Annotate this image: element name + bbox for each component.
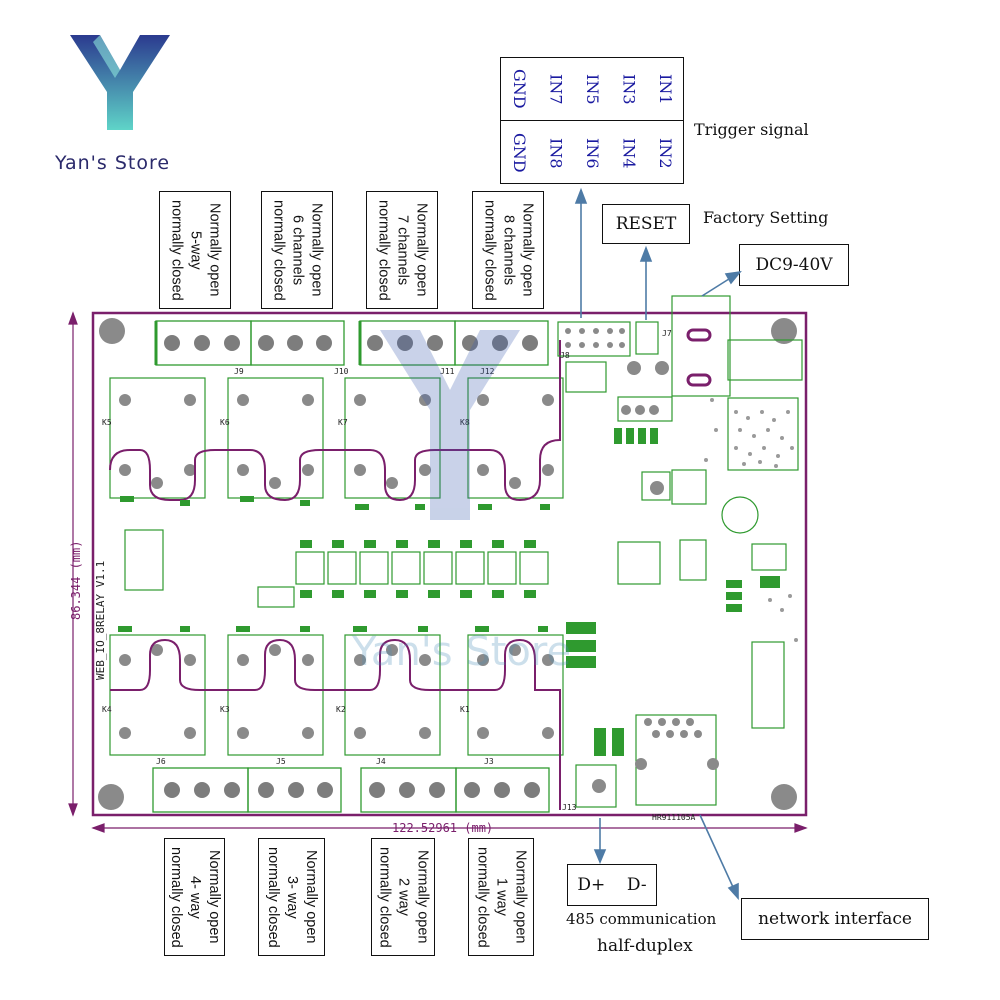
connector-label-j6: J6 [156, 757, 166, 766]
connector-label-j5: J5 [276, 757, 286, 766]
pin-label: IN5 [582, 73, 602, 105]
ethernet-jack-label: HR911105A [652, 813, 696, 822]
rs485-label-line2: half-duplex [597, 936, 693, 956]
top-terminal-screws [164, 335, 538, 351]
relay-pins-top [119, 394, 554, 489]
pin-label: IN3 [619, 73, 639, 105]
width-dimension: 122.52961 (mm) [392, 821, 493, 835]
pin-label: GND [510, 133, 530, 173]
relay-label-k3: K3 [220, 705, 230, 714]
connector-label-j10: J10 [334, 367, 349, 376]
top-terminal-blocks [154, 320, 549, 366]
reset-label: RESET [615, 214, 677, 234]
connector-label-j9: J9 [234, 367, 244, 376]
isolation-trace-bottom [110, 638, 561, 810]
dc-jack-slots [686, 328, 712, 387]
power-box: DC9-40V [739, 244, 849, 286]
store-name: Yan's Store [55, 152, 171, 174]
factory-setting-label: Factory Setting [703, 208, 829, 227]
network-interface-label: network interface [758, 909, 912, 929]
network-interface-box: network interface [741, 898, 929, 940]
relay-label-k6: K6 [220, 418, 230, 427]
pin-label: IN6 [582, 137, 602, 169]
rs485-pins: D+ D- [577, 875, 647, 895]
right-side-holes [565, 328, 719, 793]
bottom-terminal-screws [164, 782, 540, 798]
bottom-terminal-blocks [152, 767, 550, 813]
dimension-lines [68, 311, 808, 833]
pin-label: IN7 [546, 73, 566, 105]
jack-label-j8: J8 [560, 351, 570, 360]
jack-label-j7: J7 [662, 329, 672, 338]
mounting-holes [98, 318, 797, 810]
relay-8-description: Normally open 8 channels normally closed [472, 191, 544, 309]
power-label: DC9-40V [755, 255, 833, 275]
connector-label-j4: J4 [376, 757, 386, 766]
board-outline [91, 311, 808, 817]
pin-label: IN4 [619, 137, 639, 169]
rs485-label-line1: 485 communication [566, 910, 717, 928]
reset-box: RESET [602, 204, 690, 244]
store-logo: Yan's Store [55, 30, 185, 175]
jack-label-j13: J13 [562, 803, 577, 812]
board-name: WEB_IO_8RELAY V1.1 [94, 561, 107, 680]
pin-label: IN1 [655, 73, 675, 105]
isolation-trace-top [109, 340, 561, 502]
relay-4-description: Normally open 4- way normally closed [164, 838, 225, 956]
relay-pins-bottom [119, 644, 554, 739]
relay-label-k7: K7 [338, 418, 348, 427]
trigger-signal-label: Trigger signal [694, 120, 809, 139]
smd-pads [118, 496, 550, 632]
callout-arrows [574, 187, 742, 901]
watermark: Yan's Store [351, 330, 571, 675]
relay-1-description: Normally open 1 way normally closed [468, 838, 534, 956]
pin-label: GND [510, 69, 530, 109]
relay-label-k8: K8 [460, 418, 470, 427]
pin-label: IN2 [655, 137, 675, 169]
relay-5-description: Normally open 5-way normally closed [159, 191, 231, 309]
relay-6-description: Normally open 6 channels normally closed [261, 191, 333, 309]
trigger-pins-top: IN1 IN3 IN5 IN7 GND [501, 58, 683, 120]
connector-label-j12: J12 [480, 367, 495, 376]
relay-2-description: Normally open 2 way normally closed [371, 838, 435, 956]
relay-label-k4: K4 [102, 705, 112, 714]
relay-3-description: Normally open 3- way normally closed [258, 838, 325, 956]
optocouplers [124, 529, 549, 608]
via-field [704, 398, 798, 642]
pin-label: IN8 [546, 137, 566, 169]
trigger-pins-bottom: IN2 IN4 IN6 IN8 GND [501, 122, 683, 184]
rs485-pin-box: D+ D- [567, 864, 657, 906]
height-dimension: 86.344 (mm) [69, 541, 83, 620]
trigger-pin-table: IN1 IN3 IN5 IN7 GND IN2 IN4 IN6 IN8 GND [500, 57, 684, 184]
connector-label-j3: J3 [484, 757, 494, 766]
relay-label-k5: K5 [102, 418, 112, 427]
logo-y-icon [70, 35, 170, 130]
relay-label-k2: K2 [336, 705, 346, 714]
relay-label-k1: K1 [460, 705, 470, 714]
relay-7-description: Normally open 7 channels normally closed [366, 191, 438, 309]
watermark-text: Yan's Store [351, 629, 571, 675]
connector-label-j11: J11 [440, 367, 455, 376]
right-smd-pads [566, 428, 780, 756]
relays-bottom [109, 634, 564, 756]
